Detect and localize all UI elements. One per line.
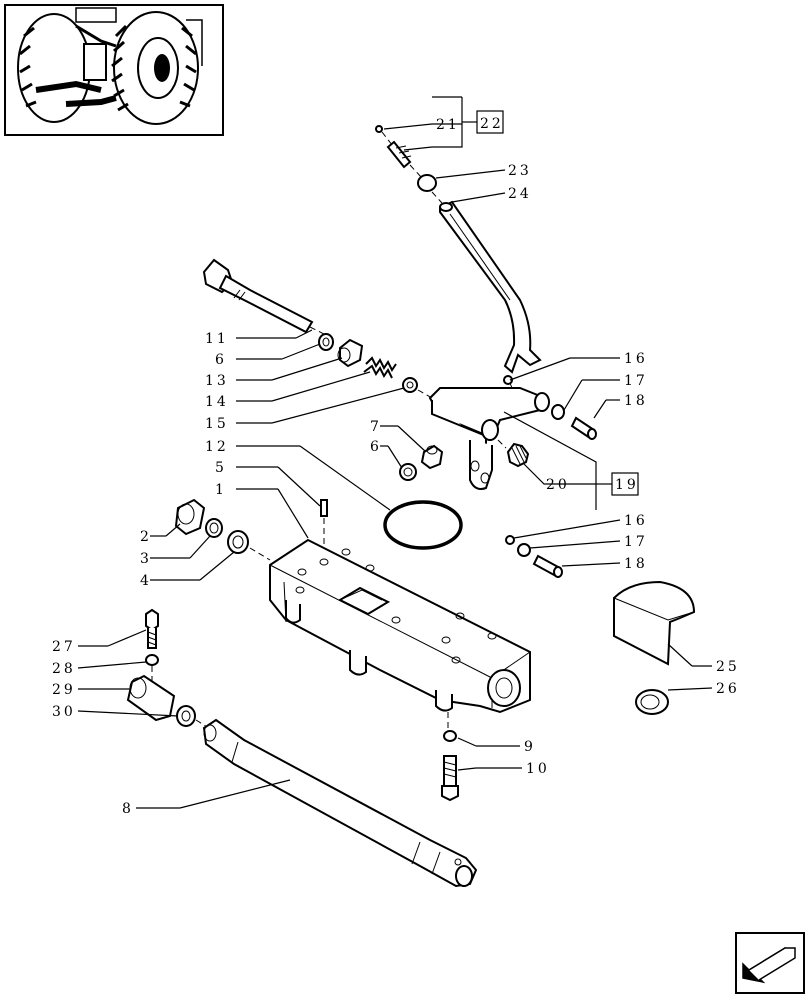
tractor-thumbnail	[4, 4, 224, 136]
callout-19[interactable]: 19	[615, 477, 639, 493]
callout-18-bottom[interactable]: 18	[624, 556, 648, 572]
callout-8[interactable]: 8	[122, 801, 134, 817]
callout-10[interactable]: 10	[526, 761, 550, 777]
callout-28[interactable]: 28	[52, 661, 76, 677]
callout-13[interactable]: 13	[205, 373, 229, 389]
callout-11[interactable]: 11	[205, 331, 229, 347]
part-26-plug	[635, 689, 669, 715]
part-10-bolt	[441, 755, 459, 802]
callout-20[interactable]: 20	[546, 477, 570, 493]
part-17-clip-top	[551, 404, 565, 420]
callout-16-bottom[interactable]: 16	[624, 513, 648, 529]
part-15-washer	[402, 377, 433, 399]
part-4-seal	[227, 530, 271, 561]
callout-23[interactable]: 23	[508, 163, 532, 179]
callout-3[interactable]: 3	[140, 551, 152, 567]
callout-5[interactable]: 5	[215, 460, 227, 476]
callout-7[interactable]: 7	[370, 419, 382, 435]
part-16-pin-bottom	[505, 535, 515, 545]
part-14-spring	[363, 356, 397, 379]
callout-15[interactable]: 15	[205, 416, 229, 432]
callout-26[interactable]: 26	[716, 681, 740, 697]
callout-box-19	[611, 472, 639, 496]
callout-27[interactable]: 27	[52, 639, 76, 655]
tractor-rear-thumbnail-icon	[17, 7, 203, 125]
callout-25[interactable]: 25	[716, 659, 740, 675]
callout-14[interactable]: 14	[205, 394, 229, 410]
callout-17-top[interactable]: 17	[624, 373, 648, 389]
part-6-washer-top	[318, 333, 334, 351]
part-8-shaft	[202, 718, 478, 888]
callout-6-top[interactable]: 6	[215, 352, 227, 368]
callout-9[interactable]: 9	[524, 739, 536, 755]
callout-1[interactable]: 1	[215, 482, 227, 498]
part-13-bushing	[337, 338, 364, 368]
part-27-bolt	[145, 608, 159, 649]
part-6-washer-mid	[399, 463, 417, 481]
part-9-washer	[443, 712, 457, 742]
part-12-o-ring	[383, 500, 463, 550]
part-18-pin-top	[570, 416, 597, 440]
part-23-ball	[417, 174, 443, 204]
part-3-washer	[205, 518, 223, 538]
part-19-gear	[497, 439, 530, 468]
part-2-bush	[174, 498, 206, 536]
part-18-pin-bottom	[532, 554, 563, 578]
next-page-arrow-icon	[742, 947, 796, 984]
part-28-washer	[145, 654, 159, 686]
part-17-clip-bottom	[517, 543, 531, 557]
part-21-spring-pin	[375, 125, 423, 179]
callout-12[interactable]: 12	[205, 439, 229, 455]
callout-22[interactable]: 22	[480, 116, 504, 132]
part-11-long-bolt	[202, 258, 337, 341]
next-page-button[interactable]	[735, 932, 805, 994]
part-16-pin-top	[503, 375, 513, 385]
part-7-plug	[420, 444, 444, 470]
callout-2[interactable]: 2	[140, 529, 152, 545]
callout-17-bottom[interactable]: 17	[624, 534, 648, 550]
callout-16-top[interactable]: 16	[624, 351, 648, 367]
callout-29[interactable]: 29	[52, 682, 76, 698]
callout-30[interactable]: 30	[52, 704, 76, 720]
callout-24[interactable]: 24	[508, 186, 532, 202]
callout-6-mid[interactable]: 6	[370, 439, 382, 455]
part-20-fork-housing	[428, 382, 550, 490]
callout-18-top[interactable]: 18	[624, 393, 648, 409]
callout-4[interactable]: 4	[140, 573, 152, 589]
callout-21[interactable]: 21	[436, 117, 460, 133]
part-1-main-housing	[269, 538, 531, 714]
part-24-lever	[439, 200, 542, 374]
leader-lines	[77, 96, 713, 809]
callout-box-22	[476, 110, 504, 134]
part-25-cover	[613, 580, 696, 666]
